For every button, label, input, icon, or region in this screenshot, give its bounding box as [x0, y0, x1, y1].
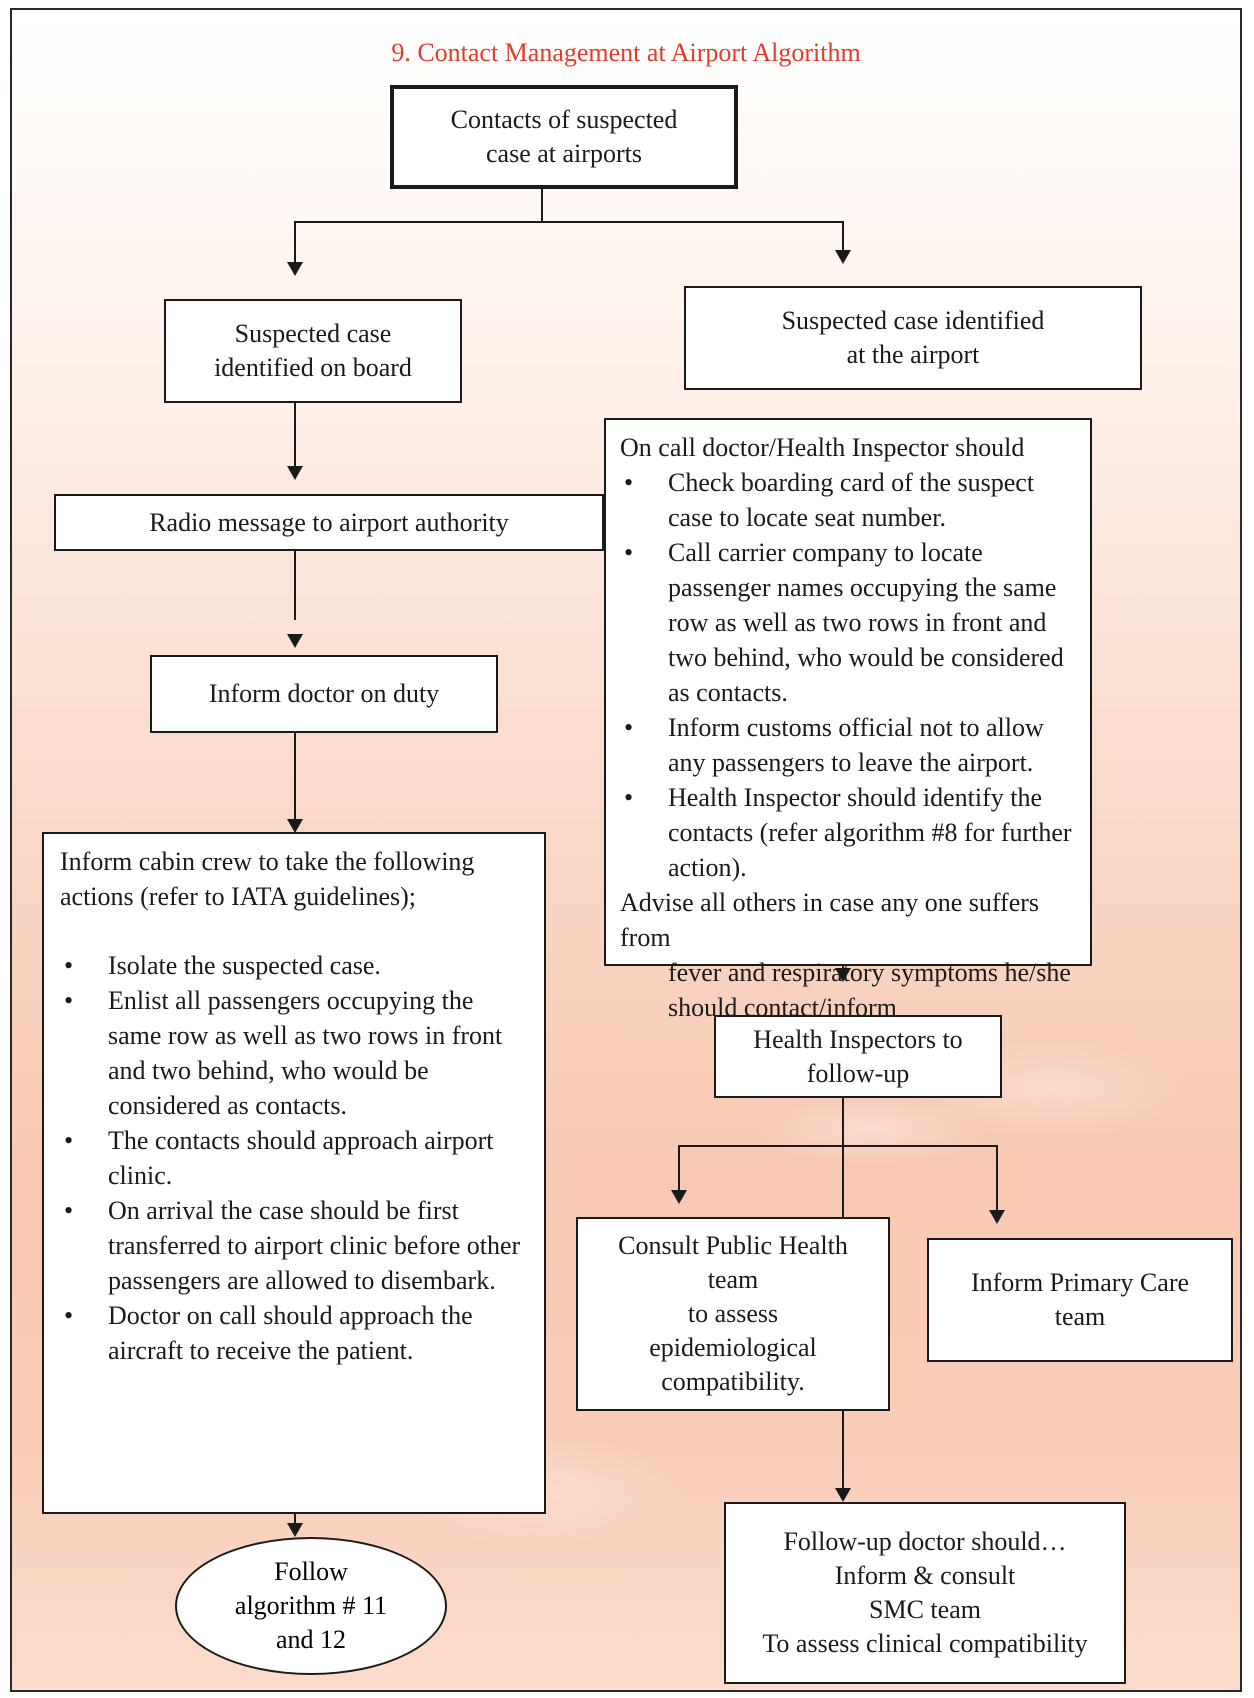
arrow-head	[287, 262, 303, 276]
primary-care-line: Inform Primary Care	[970, 1268, 1190, 1297]
node-public-health: Consult Public Health team to assess epi…	[576, 1217, 890, 1411]
node-at-airport-line: Suspected case identified	[781, 306, 1045, 335]
on-call-doctor-advice-cont: fever and respiratory symptoms he/she sh…	[668, 958, 1071, 1022]
health-inspectors-line: follow-up	[806, 1058, 910, 1088]
connector	[294, 402, 296, 468]
followup-doctor-line: Inform & consult	[834, 1561, 1016, 1590]
arrow-head	[287, 634, 303, 648]
node-contacts-line: Contacts of suspected	[450, 105, 678, 134]
primary-care-line: team	[1054, 1302, 1106, 1331]
arrow-head	[287, 466, 303, 480]
on-call-doctor-item: Call carrier company to locate passenger…	[620, 535, 1074, 710]
cabin-crew-intro: Inform cabin crew to take the following …	[60, 847, 475, 911]
connector	[294, 731, 296, 819]
node-radio-text: Radio message to airport authority	[149, 507, 509, 537]
node-radio-message: Radio message to airport authority	[54, 494, 604, 551]
on-call-doctor-list: Check boarding card of the suspect case …	[620, 465, 1074, 885]
node-identified-at-airport: Suspected case identified at the airport	[684, 286, 1142, 390]
cabin-crew-item: The contacts should approach airport cli…	[60, 1123, 528, 1193]
flowchart-frame: 9. Contact Management at Airport Algorit…	[10, 8, 1242, 1692]
arrow-head	[287, 1523, 303, 1537]
connector	[294, 221, 296, 264]
follow-algorithm-line: and 12	[275, 1625, 347, 1654]
connector	[678, 1145, 680, 1191]
node-on-call-doctor: On call doctor/Health Inspector should C…	[604, 418, 1092, 1022]
followup-doctor-line: SMC team	[869, 1595, 981, 1624]
arrow-head	[671, 1190, 687, 1204]
arrow-head	[835, 968, 851, 982]
node-contacts: Contacts of suspected case at airports	[390, 85, 738, 189]
public-health-line: team	[707, 1265, 759, 1294]
follow-algorithm-line: Follow	[274, 1557, 348, 1586]
connector	[678, 1145, 998, 1147]
on-call-doctor-intro: On call doctor/Health Inspector should	[620, 433, 1025, 462]
arrow-head	[989, 1210, 1005, 1224]
on-call-doctor-item: Inform customs official not to allow any…	[620, 710, 1074, 780]
node-contacts-line: case at airports	[486, 139, 642, 168]
public-health-line: epidemiological	[649, 1333, 817, 1362]
arrow-head	[287, 819, 303, 833]
node-on-board-line: Suspected case	[234, 319, 392, 348]
on-call-doctor-item: Check boarding card of the suspect case …	[620, 465, 1074, 535]
public-health-line: compatibility.	[661, 1367, 805, 1396]
node-on-board-line: identified on board	[214, 353, 412, 382]
health-inspectors-line: Health Inspectors to	[753, 1024, 963, 1054]
connector	[842, 221, 844, 251]
public-health-line: Consult Public Health	[618, 1231, 848, 1260]
cabin-crew-item: Isolate the suspected case.	[60, 948, 528, 983]
on-call-doctor-item: Health Inspector should identify the con…	[620, 780, 1074, 885]
connector	[294, 221, 844, 223]
node-health-inspectors: Health Inspectors to follow-up	[714, 1015, 1002, 1098]
followup-doctor-line: Follow-up doctor should…	[783, 1527, 1067, 1556]
node-identified-on-board: Suspected case identified on board	[164, 299, 462, 403]
cabin-crew-list: Isolate the suspected case. Enlist all p…	[60, 948, 528, 1368]
on-call-doctor-advice: Advise all others in case any one suffer…	[620, 888, 1040, 952]
connector	[996, 1145, 998, 1212]
node-inform-doctor: Inform doctor on duty	[150, 655, 498, 733]
cabin-crew-item: Doctor on call should approach the aircr…	[60, 1298, 528, 1368]
node-follow-algorithm: Follow algorithm # 11 and 12	[175, 1537, 447, 1675]
arrow-head	[835, 250, 851, 264]
public-health-line: to assess	[687, 1299, 779, 1328]
diagram-title: 9. Contact Management at Airport Algorit…	[391, 38, 861, 67]
node-cabin-crew-actions: Inform cabin crew to take the following …	[42, 832, 546, 1514]
follow-algorithm-line: algorithm # 11	[234, 1591, 388, 1620]
cabin-crew-item: On arrival the case should be first tran…	[60, 1193, 528, 1298]
connector	[294, 540, 296, 620]
connector	[541, 167, 543, 222]
node-at-airport-line: at the airport	[846, 340, 980, 369]
node-followup-doctor: Follow-up doctor should… Inform & consul…	[724, 1502, 1126, 1684]
followup-doctor-line: To assess clinical compatibility	[762, 1629, 1088, 1658]
node-inform-doctor-text: Inform doctor on duty	[208, 679, 440, 708]
cabin-crew-item: Enlist all passengers occupying the same…	[60, 983, 528, 1123]
node-primary-care: Inform Primary Care team	[927, 1238, 1233, 1362]
arrow-head	[835, 1488, 851, 1502]
